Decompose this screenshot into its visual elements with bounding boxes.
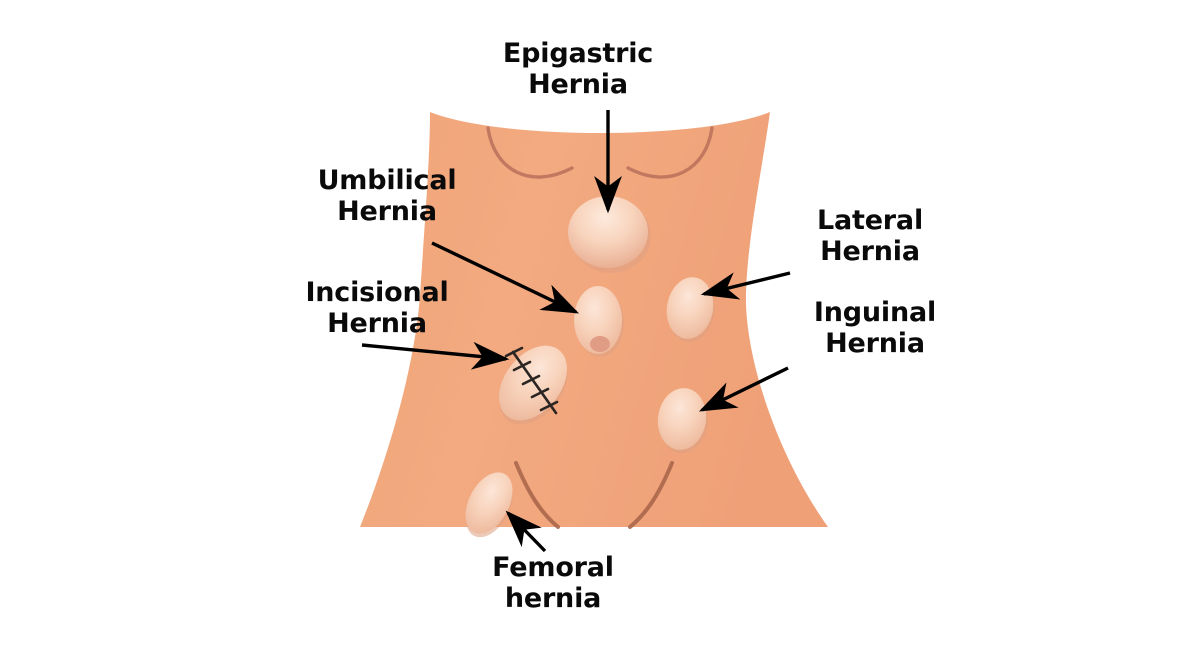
arrow-to-inguinal xyxy=(698,366,789,412)
left-groin-crease-icon xyxy=(514,461,560,529)
right-groin-crease-icon xyxy=(628,461,674,529)
label-umbilical-hernia: Umbilical Hernia xyxy=(317,165,457,228)
label-inguinal-hernia: Inguinal Hernia xyxy=(813,297,937,360)
arrow-to-femoral xyxy=(505,510,547,553)
label-epigastric-hernia: Epigastric Hernia xyxy=(502,38,654,101)
epigastric-hernia-bulge[interactable] xyxy=(568,196,651,273)
hernia-bulges xyxy=(454,196,715,545)
femoral-hernia-bulge[interactable] xyxy=(454,464,523,545)
label-lateral-hernia: Lateral Hernia xyxy=(816,205,924,268)
leader-arrows xyxy=(361,110,791,553)
arrow-to-lateral xyxy=(700,271,791,300)
incisional-suture-line-icon xyxy=(504,346,559,415)
inguinal-hernia-bulge[interactable] xyxy=(654,385,713,456)
left-rib-curve-icon xyxy=(486,126,574,179)
label-incisional-hernia: Incisional Hernia xyxy=(305,277,449,340)
navel-icon xyxy=(590,336,610,352)
arrow-to-umbilical xyxy=(431,241,580,314)
right-rib-curve-icon xyxy=(626,126,714,179)
arrow-to-incisional xyxy=(361,341,510,370)
umbilical-hernia-bulge[interactable] xyxy=(574,286,624,357)
label-femoral-hernia: Femoral hernia xyxy=(492,552,614,615)
